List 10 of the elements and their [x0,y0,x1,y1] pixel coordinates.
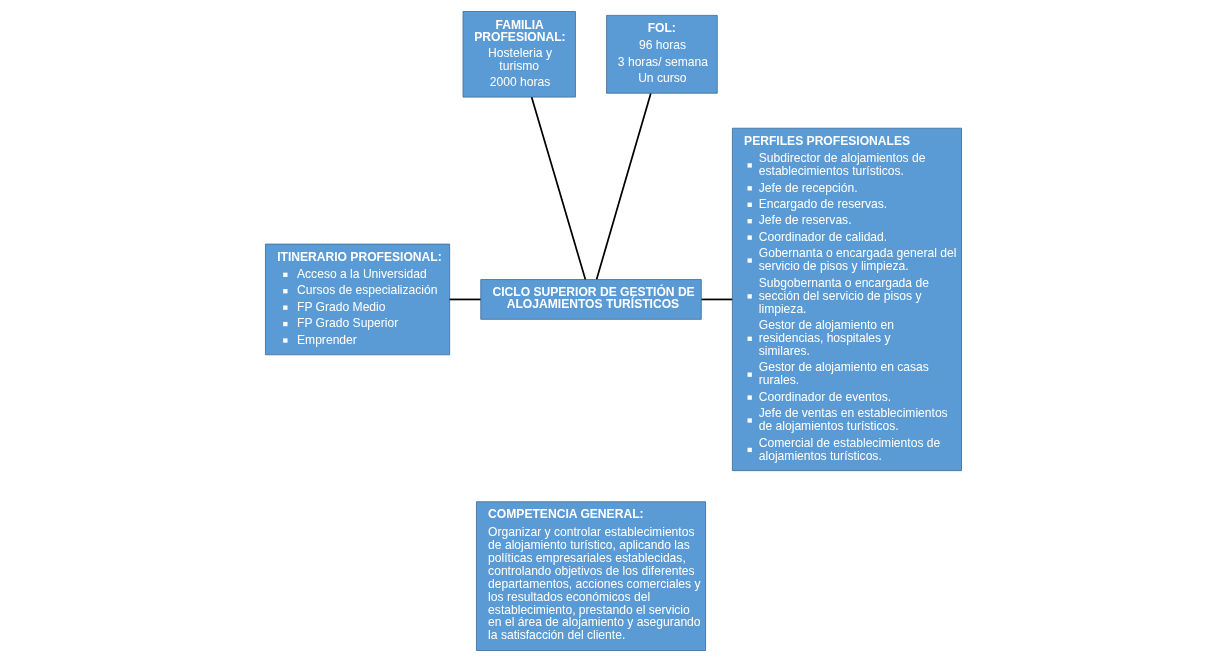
node-box: CICLO SUPERIOR DE GESTIÓN DE ALOJAMIENTOS TURÍSTICOS [479,279,702,320]
connector [700,298,733,301]
connector [595,92,652,281]
connector [448,298,481,301]
node-box: ITINERARIO PROFESIONAL: Acceso a la Universidad Cursos de especialización FP Grado Medio FP Grado Superior Emprender [264,243,450,356]
node-box: COMPETENCIA GENERAL: Organizar y controlar establecimientos de alojamiento turístico, aplicando las políticas empresariales establecidas, controlando objetivos de los diferentes departamentos, acciones comerciales y los resultados económicos del establecimiento, prestando el servicio en el área de alojamiento y asegurando la satisfacción del cliente. [475,501,706,651]
node-box: PERFILES PROFESIONALES Subdirector de alojamientos de establecimientos turísticos. Jefe de recepción. Encargado de reservas. Jefe de reservas. Coordinador de calidad. Gobernanta o encargada general del servicio de pisos y limpieza. Subgobernanta o encargada de sección del servicio de pisos y limpieza. Gestor de alojamiento en residencias, hospitales y similares. Gestor de alojamiento en casas rurales. Coordinador de eventos. Jefe de ventas en establecimientos de alojamientos turísticos. Comercial de establecimientos de alojamientos turísticos. [731,127,962,472]
connector [530,96,586,281]
node-box: FOL: 96 horas 3 horas/ semana Un curso [605,14,718,94]
node-box: FAMILIA PROFESIONAL: Hosteleria y turismo 2000 horas [462,11,576,98]
